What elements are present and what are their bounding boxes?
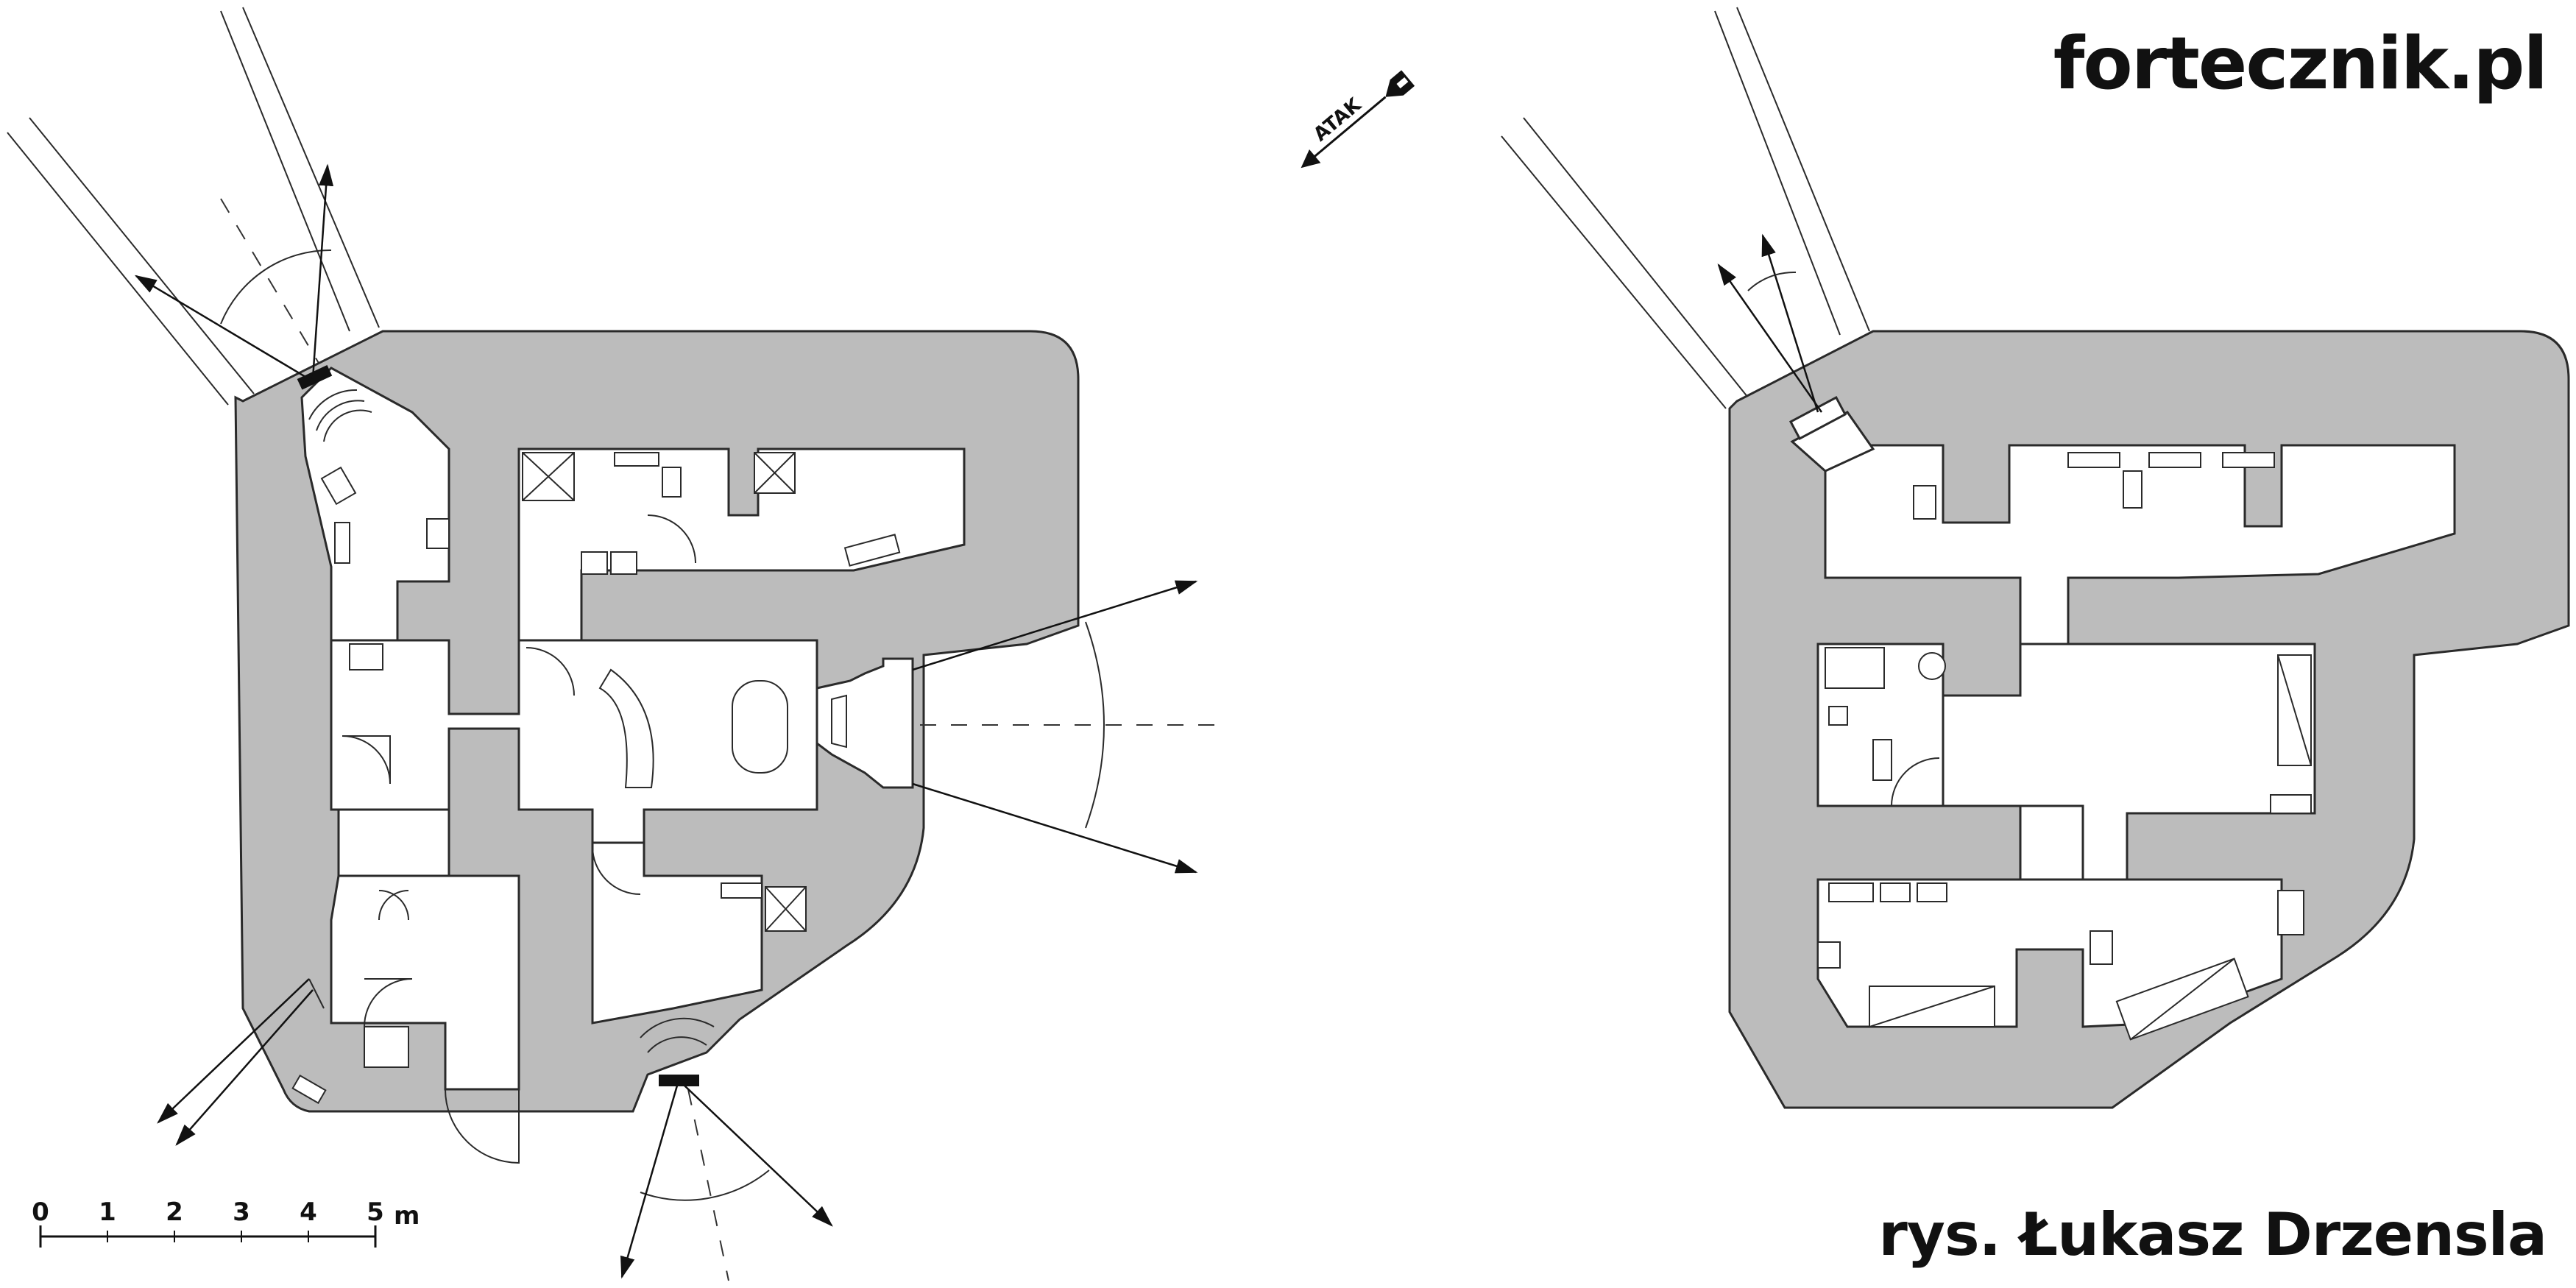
left-nw-loophole — [134, 163, 372, 442]
attack-direction-marker: ATAK — [1301, 70, 1415, 169]
left-s-loophole — [620, 1017, 833, 1281]
left-floor-plan — [7, 7, 1214, 1281]
left-east-firing-sector — [912, 580, 1214, 874]
left-room-sw — [330, 874, 520, 1091]
scale-unit: m — [394, 1201, 420, 1231]
left-room-n — [517, 447, 966, 642]
site-brand: fortecznik.pl — [2053, 22, 2548, 106]
left-fixtures — [291, 452, 901, 1105]
scale-tick-1: 1 — [99, 1197, 116, 1227]
left-doors — [342, 514, 696, 1164]
left-room-s — [591, 841, 763, 1025]
scale-tick-0: 0 — [32, 1197, 49, 1227]
scale-tick-4: 4 — [300, 1197, 317, 1227]
scale-tick-2: 2 — [166, 1197, 183, 1227]
left-east-embrasure — [815, 657, 914, 789]
right-floor-plan — [1501, 7, 2570, 1109]
right-passage — [2019, 804, 2084, 881]
right-approach-walls — [1501, 7, 1870, 409]
scale-tick-3: 3 — [233, 1197, 250, 1227]
left-room-nw — [300, 367, 450, 642]
left-sw-loophole — [157, 978, 325, 1146]
drawing-credit: rys. Łukasz Drzensla — [1878, 1200, 2547, 1269]
scale-bar: 0 1 2 3 4 5 m — [32, 1197, 420, 1248]
scale-tick-5: 5 — [367, 1197, 384, 1227]
left-passage-w — [337, 808, 450, 877]
left-approach-walls — [7, 7, 380, 406]
left-rooms — [300, 367, 966, 1091]
right-fixtures — [1817, 452, 2312, 1041]
right-nw-loophole — [1717, 233, 1847, 440]
